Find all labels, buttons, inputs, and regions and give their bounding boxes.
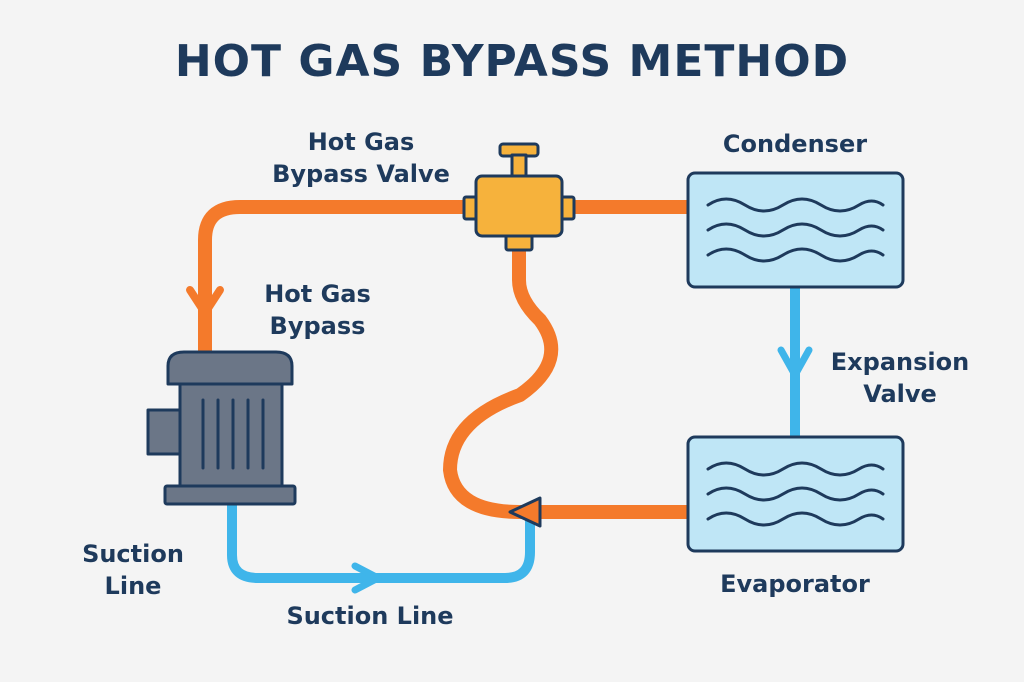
compressor-cap xyxy=(166,350,294,386)
label-bypass-valve: Hot Gas Bypass Valve xyxy=(246,126,476,190)
label-line: Valve xyxy=(863,380,937,408)
label-expansion-valve: Expansion Valve xyxy=(815,346,985,410)
evaporator-box xyxy=(686,435,905,553)
condenser-wave xyxy=(706,247,885,263)
condenser-wave xyxy=(706,222,885,238)
evaporator-wave xyxy=(706,486,885,502)
label-line: Hot Gas xyxy=(307,128,415,156)
evaporator-wave xyxy=(706,461,885,477)
condenser-box xyxy=(686,171,905,289)
label-condenser: Condenser xyxy=(690,128,900,160)
evaporator-waves xyxy=(706,461,885,527)
label-line: Suction xyxy=(82,540,184,568)
suction-right-arrow xyxy=(351,562,382,594)
label-line: Evaporator xyxy=(720,570,870,598)
diagram-title: HOT GAS BYPASS METHOD xyxy=(174,36,850,87)
compressor-side-port xyxy=(146,408,184,456)
compressor-base xyxy=(163,484,297,506)
return-left-arrow xyxy=(508,496,542,528)
evaporator-coil[interactable] xyxy=(686,435,905,553)
condenser-coil[interactable] xyxy=(686,171,905,289)
label-line: Hot Gas xyxy=(264,280,371,308)
label-line: Bypass xyxy=(269,312,366,340)
label-line: Condenser xyxy=(722,130,868,158)
evaporator-wave xyxy=(706,511,885,527)
condenser-waves xyxy=(706,197,885,263)
hot-gas-bypass-line xyxy=(198,200,483,359)
valve-body xyxy=(474,174,564,238)
compressor[interactable] xyxy=(146,350,297,506)
label-evaporator: Evaporator xyxy=(690,568,900,600)
hot-gas-lines xyxy=(198,200,695,519)
compressor-body xyxy=(178,376,284,490)
compressor-fins xyxy=(201,398,265,470)
expansion-down-arrow xyxy=(777,346,813,379)
bypass-down-arrow xyxy=(186,286,224,317)
condenser-wave xyxy=(706,197,885,213)
label-line: Expansion xyxy=(830,348,970,376)
bypass-valve[interactable] xyxy=(462,142,576,252)
valve-outlet-line xyxy=(443,245,559,519)
label-line: Line xyxy=(104,572,162,600)
label-suction-line-left: Suction Line xyxy=(68,538,198,602)
label-suction-line-bottom: Suction Line xyxy=(270,600,470,632)
label-line: Bypass Valve xyxy=(272,160,450,188)
suction-line xyxy=(227,500,535,583)
label-line: Suction Line xyxy=(286,602,454,630)
label-hot-gas-bypass: Hot Gas Bypass xyxy=(250,278,385,342)
